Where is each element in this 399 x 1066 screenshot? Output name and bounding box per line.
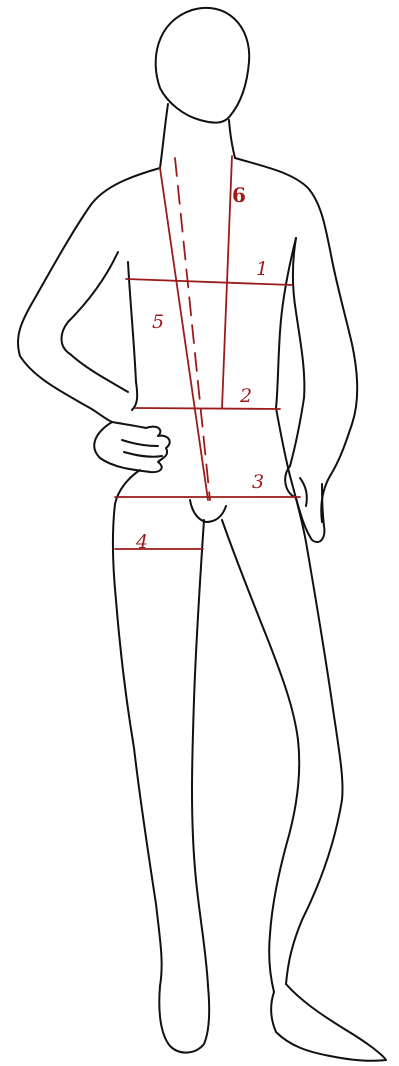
right-inner-arm xyxy=(290,238,304,466)
measurement-lines xyxy=(115,156,300,549)
measure-label-2: 2 xyxy=(239,385,252,407)
measure-label-5: 5 xyxy=(152,311,164,333)
measure-label-1: 1 xyxy=(256,258,268,280)
neck-left xyxy=(160,104,168,168)
measure-label-4: 4 xyxy=(135,531,148,553)
right-foot xyxy=(271,984,386,1061)
neck-right xyxy=(229,120,235,158)
left-inner-leg xyxy=(192,520,208,986)
right-shoulder xyxy=(235,158,357,522)
right-hand-thumb xyxy=(300,478,307,506)
left-inner-arm xyxy=(62,252,129,392)
right-inner-leg xyxy=(222,520,299,992)
measure-label-3: 3 xyxy=(252,471,264,493)
measure-label-6: 6 xyxy=(232,183,246,207)
right-hip xyxy=(276,408,343,984)
left-hand-finger-a xyxy=(122,440,158,446)
measure-line-2-waist xyxy=(135,408,280,409)
left-torso-side xyxy=(128,262,137,410)
left-shoulder xyxy=(18,168,160,422)
groin xyxy=(190,500,226,522)
body-outline xyxy=(18,8,386,1061)
left-hand-finger-b xyxy=(124,452,162,457)
left-hand xyxy=(94,422,169,472)
head-outline xyxy=(156,8,250,123)
measure-line-5-dashed-guide xyxy=(175,158,210,500)
left-foot xyxy=(159,986,209,1053)
